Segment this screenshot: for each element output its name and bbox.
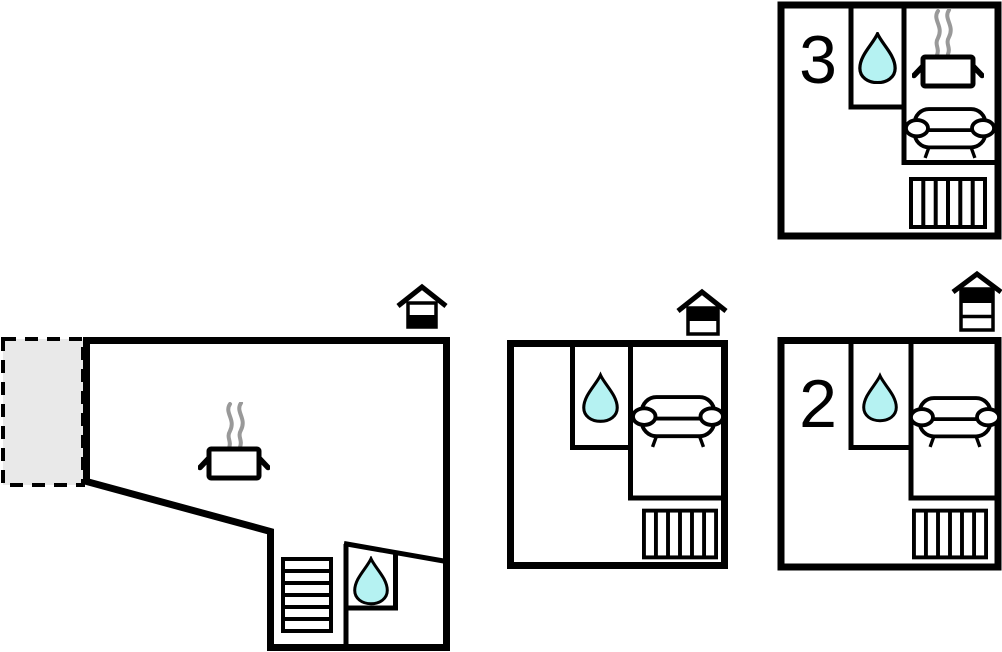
floor-plan-ground-floor: [1, 283, 450, 651]
stairs-icon: [281, 557, 333, 633]
unit2-bathroom-walls: [848, 340, 913, 450]
ground-outer-walls: [83, 337, 450, 651]
floor-plan-upper-floor: [507, 288, 728, 569]
house-level-icon-lower-highlighted: [396, 283, 448, 329]
cooking-pot-icon: [914, 57, 982, 86]
terrace-dashed-area: [1, 337, 85, 487]
unit3-living-walls: [901, 5, 998, 165]
house-roof: [676, 288, 728, 313]
stairs-icon: [912, 508, 988, 560]
floor-plan-unit-3: 3: [777, 1, 1002, 240]
ground-bathroom-walls: [343, 541, 447, 647]
house-level-highlight: [688, 308, 718, 321]
unit2-label: 2: [799, 366, 837, 442]
middle-bathroom-walls: [570, 343, 633, 450]
house-level-icon-top-of-three-highlighted: [951, 270, 1002, 332]
stairs-icon: [909, 177, 987, 229]
stairs-icon: [642, 508, 718, 560]
unit2-living-walls: [908, 340, 998, 501]
house-level-icon-upper-highlighted: [676, 288, 728, 336]
house-roof: [951, 270, 1002, 294]
unit3-label: 3: [799, 22, 837, 98]
house-level-highlight: [961, 289, 993, 303]
house-roof: [396, 283, 448, 308]
unit2-outer-walls: [777, 337, 1002, 571]
house-level-highlight: [408, 315, 436, 327]
floor-plan-unit-2: 2: [777, 270, 1002, 571]
unit3-bathroom-walls: [848, 5, 907, 110]
cooking-pot-icon: [200, 449, 268, 478]
middle-living-walls: [628, 343, 725, 501]
